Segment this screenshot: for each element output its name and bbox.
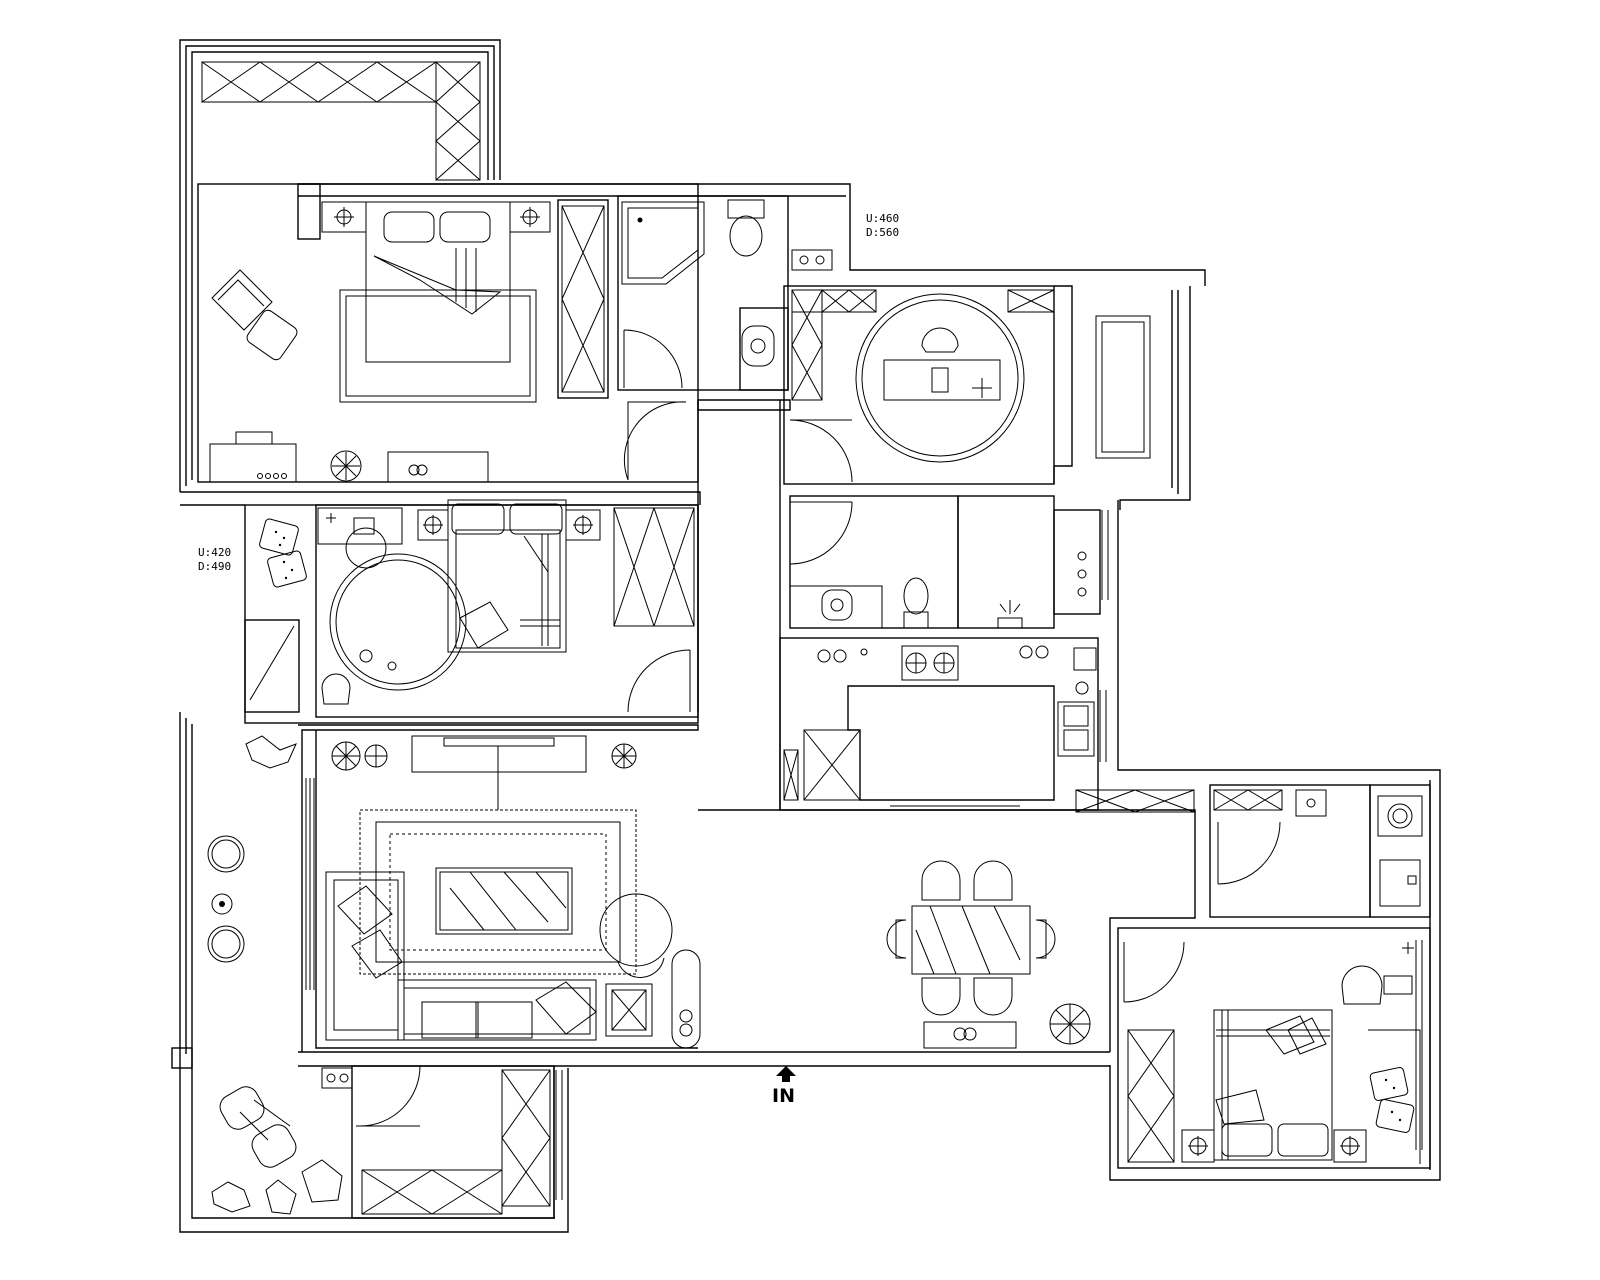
nightstands [321, 201, 551, 233]
window-tag-1-lower: D:560 [866, 226, 899, 239]
sofa [325, 871, 597, 1041]
plant-icon [331, 741, 637, 771]
utility-fixtures [1295, 789, 1423, 907]
bathroom-2-fixtures [789, 551, 1087, 629]
master-bed [339, 201, 537, 403]
lower-right-bed [1181, 942, 1421, 1164]
kitchen-fixtures [817, 645, 1097, 757]
window-tag-2-upper: U:420 [198, 546, 231, 559]
laundry-pillows [244, 518, 307, 713]
tv-console [331, 735, 637, 810]
exterior-walls [179, 39, 1441, 1233]
entrance-marker: IN [772, 1066, 796, 1107]
lamp-icon [997, 600, 1023, 629]
living-rug [359, 809, 637, 975]
window-tag-2-lower: D:490 [198, 560, 231, 573]
round-chair [599, 893, 673, 978]
window-height-tags: U:460 D:560 U:420 D:490 [198, 212, 899, 573]
windows [305, 510, 1423, 1200]
plant-icon [211, 735, 343, 1215]
window-tag-1-upper: U:460 [866, 212, 899, 225]
armchair-balcony [211, 269, 298, 361]
arrow-up-icon [776, 1066, 796, 1082]
side-tables [605, 949, 701, 1049]
entrance-label: IN [772, 1085, 795, 1107]
plant-icon [330, 450, 362, 482]
second-bedroom-vanity [317, 507, 467, 705]
dining-table [886, 860, 1091, 1049]
wardrobes [201, 61, 1283, 1215]
bathroom-1-fixtures [621, 199, 833, 367]
doors [356, 329, 1281, 1127]
interior-walls [171, 183, 1431, 1219]
plant-icon [1049, 1003, 1091, 1045]
study-desk-round [855, 293, 1151, 463]
second-bed [417, 499, 601, 653]
desk-master [209, 431, 489, 483]
balcony-furniture [207, 735, 353, 1215]
